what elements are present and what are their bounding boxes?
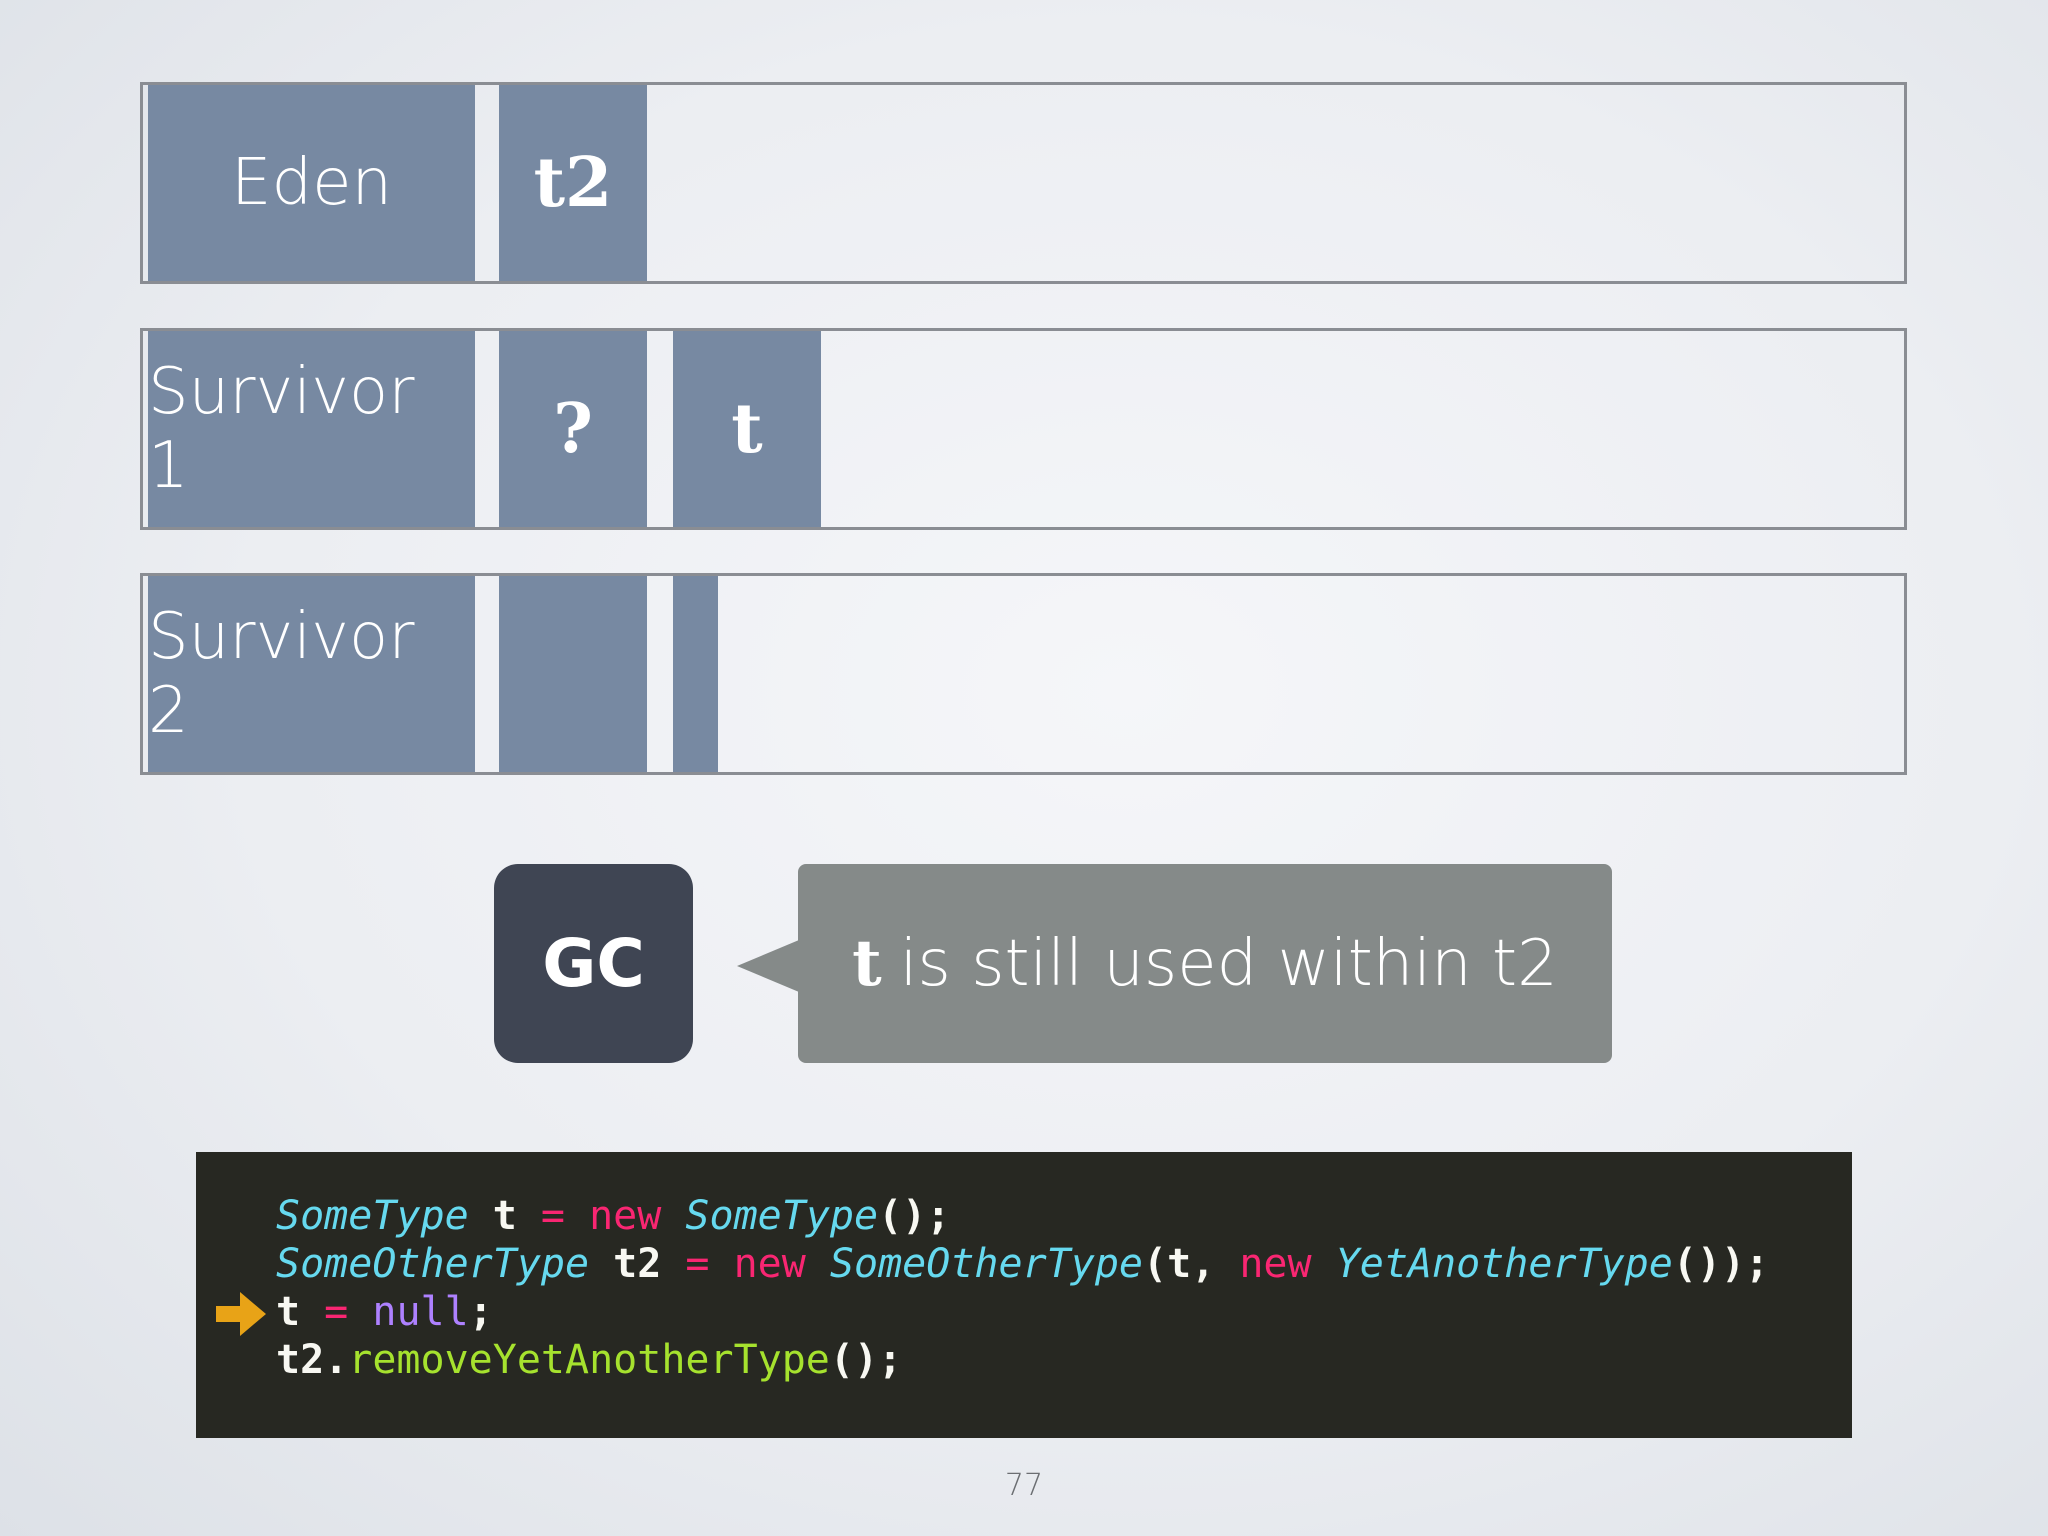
survivor1-object-t: t — [673, 331, 821, 527]
code-token — [348, 1289, 372, 1335]
survivor1-object-unknown: ? — [499, 331, 647, 527]
survivor2-object-thin — [673, 576, 718, 772]
object-label: t2 — [533, 143, 613, 223]
code-token: t2. — [276, 1337, 349, 1383]
code-token: SomeOtherType — [829, 1241, 1143, 1287]
code-token: (); — [878, 1193, 951, 1239]
code-token: new — [709, 1241, 830, 1287]
code-token: SomeOtherType — [276, 1241, 590, 1287]
code-token: SomeType — [685, 1193, 879, 1239]
callout-pointer — [737, 940, 799, 992]
survivor2-row: Survivor 2 — [140, 573, 1907, 775]
code-token: t2 — [589, 1241, 686, 1287]
callout-bubble: t is still used within t2 — [798, 864, 1612, 1063]
page-number: 77 — [1004, 1468, 1044, 1503]
code-token: t — [468, 1193, 541, 1239]
eden-row: Eden t2 — [140, 82, 1907, 284]
survivor2-object-empty — [499, 576, 647, 772]
gc-label: GC — [542, 925, 645, 1002]
object-label: ? — [553, 389, 593, 469]
code-token: removeYetAnotherType — [348, 1337, 830, 1383]
eden-object-t2: t2 — [499, 85, 647, 281]
code-token: = — [685, 1241, 710, 1287]
callout-text: is still used within t2 — [899, 926, 1558, 1001]
survivor1-label: Survivor 1 — [148, 355, 415, 503]
callout-keyword: t — [852, 926, 882, 1001]
code-token: null — [372, 1289, 469, 1335]
code-panel: SomeType t = new SomeType(); SomeOtherTy… — [196, 1152, 1852, 1438]
survivor2-label-block: Survivor 2 — [148, 576, 475, 772]
code-line-4: t2.removeYetAnotherType(); — [276, 1336, 1852, 1384]
object-label: t — [731, 389, 763, 469]
code-token: = — [540, 1193, 565, 1239]
code-token: = — [324, 1289, 349, 1335]
code-line-1: SomeType t = new SomeType(); — [276, 1192, 1852, 1240]
code-token: t — [276, 1289, 325, 1335]
arrow-right-icon — [216, 1292, 266, 1336]
code-token: ; — [468, 1289, 493, 1335]
code-token: (); — [829, 1337, 903, 1383]
code-line-2: SomeOtherType t2 = new SomeOtherType(t, … — [276, 1240, 1852, 1288]
code-token: new — [565, 1193, 686, 1239]
eden-label: Eden — [231, 146, 392, 220]
code-token: YetAnotherType — [1335, 1241, 1673, 1287]
code-token: new — [1239, 1241, 1336, 1287]
gc-box: GC — [494, 864, 693, 1063]
code-token: ()); — [1672, 1241, 1770, 1287]
survivor1-row: Survivor 1 ? t — [140, 328, 1907, 530]
eden-label-block: Eden — [148, 85, 475, 281]
code-token: SomeType — [276, 1193, 469, 1239]
code-line-3: t = null; — [216, 1288, 1852, 1336]
survivor1-label-block: Survivor 1 — [148, 331, 475, 527]
survivor2-label: Survivor 2 — [148, 600, 415, 748]
code-token: (t, — [1143, 1241, 1240, 1287]
